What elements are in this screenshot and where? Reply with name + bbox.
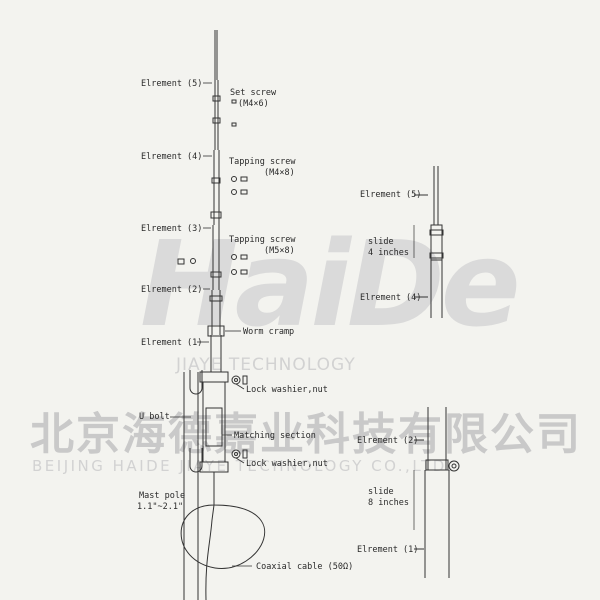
label-coaxial-cable: Coaxial cable (50Ω)	[256, 562, 354, 572]
worm-cramp	[207, 325, 225, 337]
label-element-1: Elrement (1)	[141, 338, 203, 348]
detail-bottom-slide-length: 8 inches	[368, 498, 409, 508]
tapping-screw-m5-icons	[177, 254, 248, 275]
leader-lines	[170, 82, 252, 567]
label-worm-cramp: Worm cramp	[243, 327, 295, 337]
watermark-company-cn: 北京海德嘉业科技有限公司	[30, 409, 582, 460]
set-screw-icons	[231, 99, 237, 127]
bottom-clamp	[199, 461, 229, 473]
label-element-3: Elrement (3)	[141, 224, 203, 234]
antenna-element-3	[212, 225, 220, 290]
u-bolt-top	[189, 370, 203, 395]
detail-bottom	[413, 407, 460, 578]
mast-pole	[183, 372, 199, 600]
antenna-element-1	[210, 335, 222, 372]
matching-section	[205, 407, 223, 447]
u-bolt-bottom	[189, 448, 203, 473]
coax-cable-loop	[180, 472, 265, 569]
label-tapping-screw-2: Tapping screw	[229, 235, 296, 245]
detail-top	[413, 166, 444, 318]
label-set-screw-size: (M4×6)	[238, 99, 269, 109]
detail-top-slide-length: 4 inches	[368, 248, 409, 258]
label-tapping-screw-2-size: (M5×8)	[264, 246, 295, 256]
detail-bottom-slide: slide	[368, 487, 394, 497]
label-mast-pole-range: 1.1"~2.1"	[137, 502, 184, 512]
detail-top-element-4: Elrement (4)	[360, 293, 422, 303]
slide-4in	[430, 224, 443, 261]
label-set-screw: Set screw	[230, 88, 277, 98]
label-u-bolt: U bolt	[139, 412, 170, 422]
detail-top-element-5: Elrement (5)	[360, 190, 422, 200]
antenna-element-5	[214, 30, 219, 150]
detail-bottom-element-2: Elrement (2)	[357, 436, 419, 446]
antenna-element-2	[211, 290, 221, 335]
detail-bottom-element-1: Elrement (1)	[357, 545, 419, 555]
label-lock-washer-2: Lock washier,nut	[246, 459, 328, 469]
coax-cable-drop	[205, 504, 215, 600]
label-matching-section: Matching section	[234, 431, 316, 441]
label-tapping-screw-1-size: (M4×8)	[264, 168, 295, 178]
watermark-company-en2: BEIJING HAIDE JIAYE TECHNOLOGY CO.,LTD.	[32, 457, 455, 475]
label-element-4: Elrement (4)	[141, 152, 203, 162]
lock-washer-icons	[231, 375, 248, 459]
watermark-logo: HaiDe	[140, 215, 521, 353]
label-lock-washer-1: Lock washier,nut	[246, 385, 328, 395]
label-element-5: Elrement (5)	[141, 79, 203, 89]
label-element-2: Elrement (2)	[141, 285, 203, 295]
label-mast-pole: Mast pole	[139, 491, 186, 501]
antenna-element-4	[213, 150, 220, 225]
tapping-screw-m4-icons	[231, 176, 248, 195]
top-clamp	[199, 371, 229, 383]
detail-top-slide: slide	[368, 237, 394, 247]
label-tapping-screw-1: Tapping screw	[229, 157, 296, 167]
